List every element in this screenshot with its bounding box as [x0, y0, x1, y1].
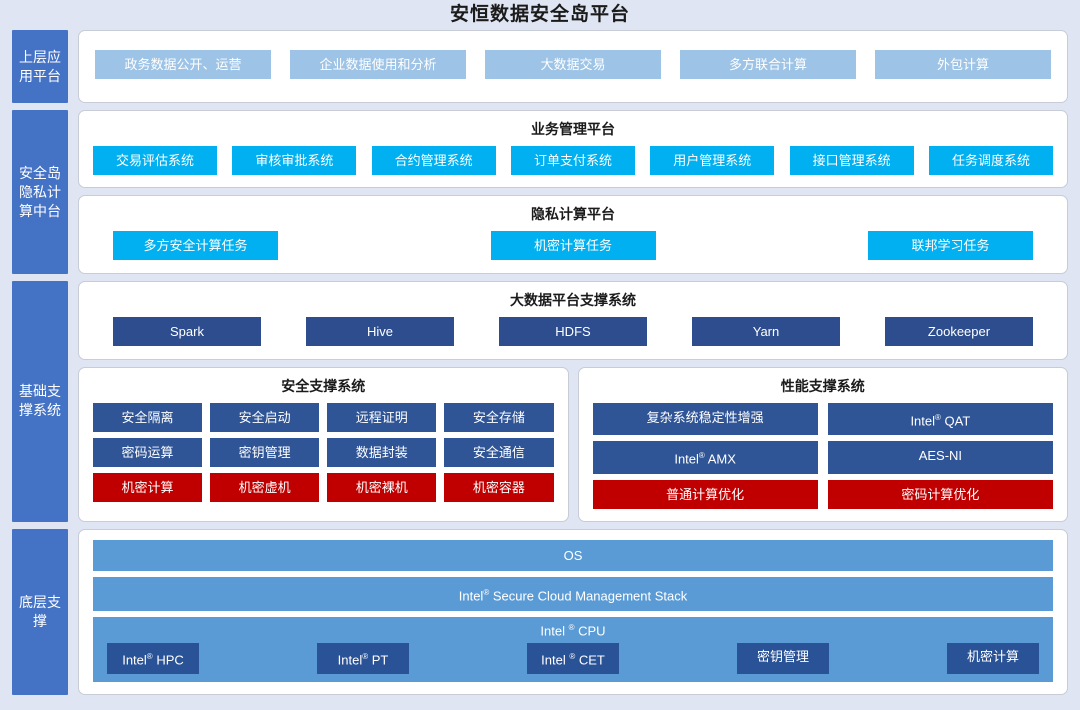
chip-outsourced-compute[interactable]: 外包计算 — [875, 50, 1051, 79]
security-support-grid: 安全隔离 安全启动 远程证明 安全存储 密码运算 密钥管理 数据封装 安全通信 … — [91, 403, 556, 504]
chip-hive[interactable]: Hive — [306, 317, 454, 346]
panel-privacy-compute-platform: 隐私计算平台 多方安全计算任务 机密计算任务 联邦学习任务 — [78, 195, 1068, 274]
chip-confidential-compute-task[interactable]: 机密计算任务 — [490, 231, 656, 260]
chip-interface-management-system[interactable]: 接口管理系统 — [789, 146, 914, 175]
panel-title-business-management: 业务管理平台 — [531, 121, 615, 137]
chip-key-management[interactable]: 密钥管理 — [210, 438, 320, 467]
chip-contract-management-system[interactable]: 合约管理系统 — [371, 146, 496, 175]
chip-remote-attestation[interactable]: 远程证明 — [327, 403, 437, 432]
panel-performance-support-system: 性能支撑系统 复杂系统稳定性增强 Intel® QAT Intel® AMX A… — [577, 367, 1068, 522]
chip-order-payment-system[interactable]: 订单支付系统 — [510, 146, 635, 175]
chip-general-compute-optimization[interactable]: 普通计算优化 — [592, 479, 818, 509]
bar-intel-secure-cloud-management-stack[interactable]: Intel® Secure Cloud Management Stack — [93, 576, 1053, 611]
label-intel-cpu: Intel ® CPU — [540, 622, 606, 639]
panel-title-performance-support: 性能支撑系统 — [780, 378, 865, 394]
panel-bigdata-support-system: 大数据平台支撑系统 Spark Hive HDFS Yarn Zookeeper — [78, 281, 1068, 360]
chip-spark[interactable]: Spark — [113, 317, 261, 346]
band-privacy-compute-middle-platform: 安全岛隐私计算中台 业务管理平台 交易评估系统 审核审批系统 合约管理系统 订单… — [12, 110, 1068, 274]
panel-business-management: 业务管理平台 交易评估系统 审核审批系统 合约管理系统 订单支付系统 用户管理系… — [78, 110, 1068, 188]
panel-title-privacy-compute-platform: 隐私计算平台 — [531, 206, 615, 222]
band-body-privacy-compute: 业务管理平台 交易评估系统 审核审批系统 合约管理系统 订单支付系统 用户管理系… — [78, 110, 1068, 274]
panel-security-support-system: 安全支撑系统 安全隔离 安全启动 远程证明 安全存储 密码运算 密钥管理 数据封… — [78, 367, 569, 522]
band-list: 上层应用平台 政务数据公开、运营 企业数据使用和分析 大数据交易 多方联合计算 … — [0, 30, 1080, 710]
band-body-infrastructure-support: 大数据平台支撑系统 Spark Hive HDFS Yarn Zookeeper… — [78, 281, 1068, 522]
bar-os[interactable]: OS — [93, 539, 1053, 571]
bigdata-chip-row: Spark Hive HDFS Yarn Zookeeper — [91, 317, 1055, 349]
chip-review-approval-system[interactable]: 审核审批系统 — [232, 146, 357, 175]
band-body-application-platform: 政务数据公开、运营 企业数据使用和分析 大数据交易 多方联合计算 外包计算 — [78, 30, 1068, 103]
chip-zookeeper[interactable]: Zookeeper — [885, 317, 1033, 346]
chip-data-sealing[interactable]: 数据封装 — [327, 438, 437, 467]
chip-secure-storage[interactable]: 安全存储 — [444, 403, 554, 432]
chip-intel-hpc[interactable]: Intel® HPC — [107, 643, 199, 674]
chip-secure-boot[interactable]: 安全启动 — [210, 403, 320, 432]
chip-intel-cet[interactable]: Intel ® CET — [527, 643, 619, 674]
page-title: 安恒数据安全岛平台 — [449, 4, 630, 25]
chip-intel-qat[interactable]: Intel® QAT — [827, 403, 1053, 436]
chip-mpc-task[interactable]: 多方安全计算任务 — [113, 231, 278, 260]
diagram-root: 安恒数据安全岛平台 上层应用平台 政务数据公开、运营 企业数据使用和分析 大数据… — [12, 4, 1068, 695]
chip-bigdata-trading[interactable]: 大数据交易 — [485, 50, 661, 79]
chip-secure-isolation[interactable]: 安全隔离 — [93, 403, 203, 432]
chip-cpu-confidential-computing[interactable]: 机密计算 — [947, 643, 1039, 674]
bottom-stack: OS Intel® Secure Cloud Management Stack … — [91, 538, 1055, 684]
privacy-chip-row: 多方安全计算任务 机密计算任务 联邦学习任务 — [91, 231, 1055, 263]
chip-task-scheduling-system[interactable]: 任务调度系统 — [928, 146, 1053, 175]
chip-confidential-baremetal[interactable]: 机密裸机 — [327, 473, 437, 502]
chip-intel-pt[interactable]: Intel® PT — [317, 643, 409, 674]
block-intel-cpu[interactable]: Intel ® CPU Intel® HPC Intel® PT Intel ®… — [93, 616, 1053, 682]
chip-multiparty-joint-compute[interactable]: 多方联合计算 — [680, 50, 856, 79]
band-label-bottom-support: 底层支撑 — [12, 528, 68, 695]
chip-trade-assessment-system[interactable]: 交易评估系统 — [93, 146, 217, 175]
chip-crypto-operation[interactable]: 密码运算 — [93, 438, 203, 467]
band-infrastructure-support: 基础支撑系统 大数据平台支撑系统 Spark Hive HDFS Yarn Zo… — [12, 281, 1068, 522]
support-systems-split: 安全支撑系统 安全隔离 安全启动 远程证明 安全存储 密码运算 密钥管理 数据封… — [78, 367, 1068, 522]
chip-cpu-key-management[interactable]: 密钥管理 — [737, 643, 829, 674]
panel-application-platform: 政务数据公开、运营 企业数据使用和分析 大数据交易 多方联合计算 外包计算 — [78, 30, 1068, 103]
band-body-bottom-support: OS Intel® Secure Cloud Management Stack … — [78, 528, 1068, 695]
chip-aes-ni[interactable]: AES-NI — [827, 441, 1053, 474]
chip-crypto-compute-optimization[interactable]: 密码计算优化 — [827, 479, 1053, 509]
band-label-application-platform: 上层应用平台 — [12, 30, 68, 103]
band-label-privacy-compute: 安全岛隐私计算中台 — [12, 110, 68, 274]
chip-yarn[interactable]: Yarn — [692, 317, 840, 346]
chip-intel-amx[interactable]: Intel® AMX — [592, 441, 818, 474]
panel-title-bigdata-support: 大数据平台支撑系统 — [510, 292, 636, 308]
cpu-chip-row: Intel® HPC Intel® PT Intel ® CET 密钥管理 机密… — [93, 643, 1053, 674]
band-bottom-support: 底层支撑 OS Intel® Secure Cloud Management S… — [12, 528, 1068, 695]
chip-confidential-container[interactable]: 机密容器 — [444, 473, 554, 502]
chip-complex-system-stability[interactable]: 复杂系统稳定性增强 — [592, 403, 818, 436]
chip-user-management-system[interactable]: 用户管理系统 — [650, 146, 775, 175]
chip-confidential-computing[interactable]: 机密计算 — [93, 473, 203, 502]
chip-federated-learning-task[interactable]: 联邦学习任务 — [868, 231, 1033, 260]
chip-enterprise-data-analysis[interactable]: 企业数据使用和分析 — [290, 50, 466, 79]
chip-secure-communication[interactable]: 安全通信 — [444, 438, 554, 467]
panel-bottom-support: OS Intel® Secure Cloud Management Stack … — [78, 528, 1068, 695]
performance-support-grid: 复杂系统稳定性增强 Intel® QAT Intel® AMX AES-NI 普… — [591, 403, 1056, 511]
application-chip-row: 政务数据公开、运营 企业数据使用和分析 大数据交易 多方联合计算 外包计算 — [91, 39, 1055, 92]
chip-gov-data-open[interactable]: 政务数据公开、运营 — [95, 50, 271, 79]
panel-title-security-support: 安全支撑系统 — [281, 378, 366, 394]
band-application-platform: 上层应用平台 政务数据公开、运营 企业数据使用和分析 大数据交易 多方联合计算 … — [12, 30, 1068, 103]
business-chip-row: 交易评估系统 审核审批系统 合约管理系统 订单支付系统 用户管理系统 接口管理系… — [91, 146, 1055, 177]
chip-confidential-vm[interactable]: 机密虚机 — [210, 473, 320, 502]
band-label-infrastructure-support: 基础支撑系统 — [12, 281, 68, 522]
chip-hdfs[interactable]: HDFS — [499, 317, 647, 346]
